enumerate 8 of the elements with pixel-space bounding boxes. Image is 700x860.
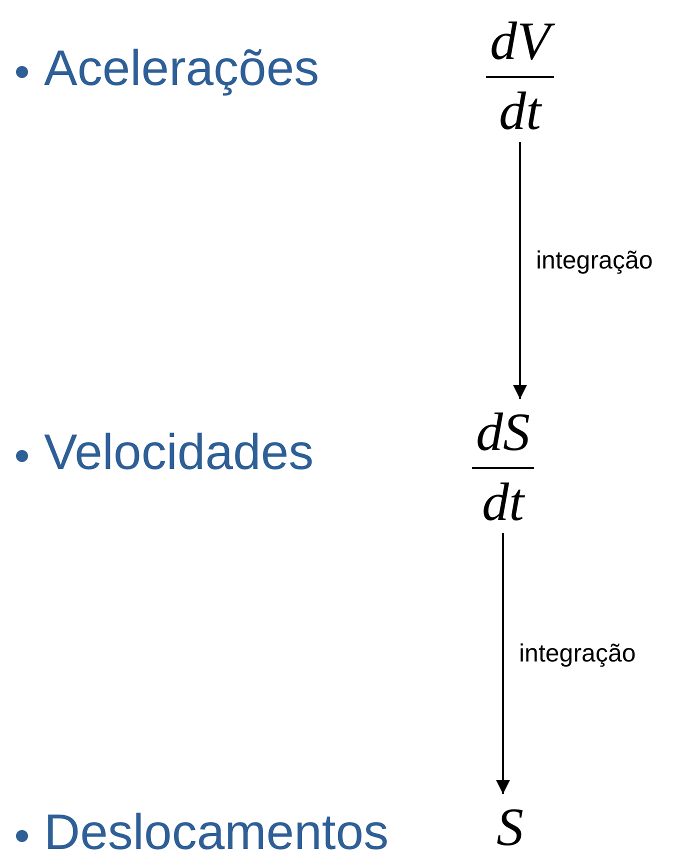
arrow bbox=[513, 142, 527, 399]
list-item-text: Acelerações bbox=[44, 39, 320, 97]
fraction: dV dt bbox=[486, 14, 554, 138]
list-item-text: Deslocamentos bbox=[44, 803, 389, 860]
variable-symbol: S bbox=[492, 800, 528, 854]
fraction: dS dt bbox=[472, 405, 534, 529]
arrow bbox=[496, 533, 510, 794]
list-item-text: Velocidades bbox=[44, 423, 314, 481]
